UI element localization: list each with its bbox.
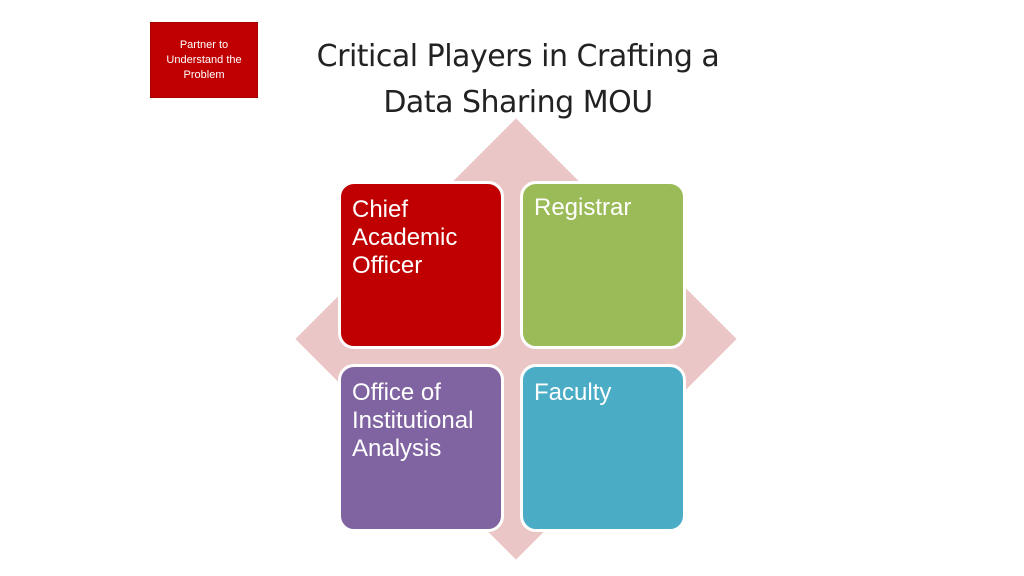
title-line-1: Critical Players in Crafting a [316,39,720,74]
tile-office-of-institutional-analysis: Office of Institutional Analysis [338,364,504,532]
partner-tag-text: Partner to Understand the Problem [166,39,242,81]
tile-faculty: Faculty [520,364,686,532]
title-line-2: Data Sharing MOU [383,85,653,120]
tile-chief-academic-officer: Chief Academic Officer [338,181,504,349]
slide-title: Critical Players in Crafting a Data Shar… [280,34,756,126]
partner-tag-box: Partner to Understand the Problem [150,22,258,98]
tile-registrar: Registrar [520,181,686,349]
